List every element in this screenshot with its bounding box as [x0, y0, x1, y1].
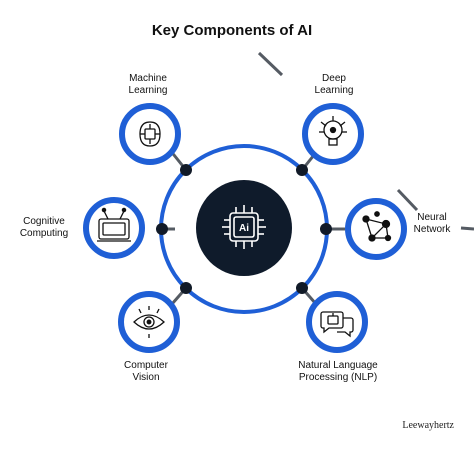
- label-line: Natural Language: [298, 360, 378, 371]
- label-nlp: Natural Language Processing (NLP): [282, 360, 394, 384]
- decorative-strokes: [257, 51, 474, 231]
- lightbulb-network-icon: [319, 116, 347, 146]
- label-line: Processing (NLP): [298, 372, 378, 383]
- ring-dot: [296, 164, 308, 176]
- center-hub: Ai: [196, 180, 292, 276]
- label-machine-learning: Machine Learning: [110, 73, 186, 97]
- label-line: Vision: [132, 372, 160, 383]
- node-ring: [83, 197, 145, 259]
- brain-chip-icon: [139, 121, 161, 147]
- label-computer-vision: Computer Vision: [106, 360, 186, 384]
- monitor-antenna-icon: [97, 207, 131, 242]
- label-cognitive-computing: Cognitive Computing: [6, 216, 82, 240]
- node-machine-learning: [119, 103, 181, 165]
- ring-dot: [296, 282, 308, 294]
- ai-chip-icon: [222, 205, 266, 249]
- node-nlp: [306, 291, 368, 353]
- label-line: Computer: [124, 360, 168, 371]
- node-cognitive-computing: [83, 197, 145, 259]
- decor-stroke-right-edge: [460, 226, 474, 231]
- decor-stroke-right-upper: [396, 188, 419, 212]
- brand-wordmark: Leewayhertz: [402, 420, 454, 431]
- label-deep-learning: Deep Learning: [294, 73, 374, 97]
- label-line: Deep: [322, 73, 346, 84]
- label-line: Neural: [417, 212, 447, 223]
- node-ring: [345, 198, 407, 260]
- node-network-icon: [362, 211, 392, 242]
- label-line: Network: [413, 224, 451, 235]
- diagram-title: Key Components of AI: [151, 22, 313, 39]
- node-ring: [302, 103, 364, 165]
- label-line: Computing: [19, 228, 69, 239]
- ring-dot: [320, 223, 332, 235]
- label-line: Machine: [129, 73, 167, 84]
- label-line: Cognitive: [23, 216, 65, 227]
- label-line: Learning: [314, 85, 354, 96]
- label-line: Learning: [128, 85, 168, 96]
- node-ring: [119, 103, 181, 165]
- ring-dot: [180, 164, 192, 176]
- ring-dots: [156, 164, 332, 294]
- node-ring: [306, 291, 368, 353]
- eye-circuit-icon: [133, 306, 165, 338]
- center-badge-text: Ai: [239, 223, 249, 234]
- node-deep-learning: [302, 103, 364, 165]
- chat-chip-icon: [320, 311, 354, 338]
- center-disc: [196, 180, 292, 276]
- label-neural-network: Neural Network: [400, 212, 464, 236]
- ring-dot: [156, 223, 168, 235]
- decor-stroke-top: [257, 51, 284, 77]
- node-computer-vision: [118, 291, 180, 353]
- ring-dot: [180, 282, 192, 294]
- node-neural-network: [345, 198, 407, 260]
